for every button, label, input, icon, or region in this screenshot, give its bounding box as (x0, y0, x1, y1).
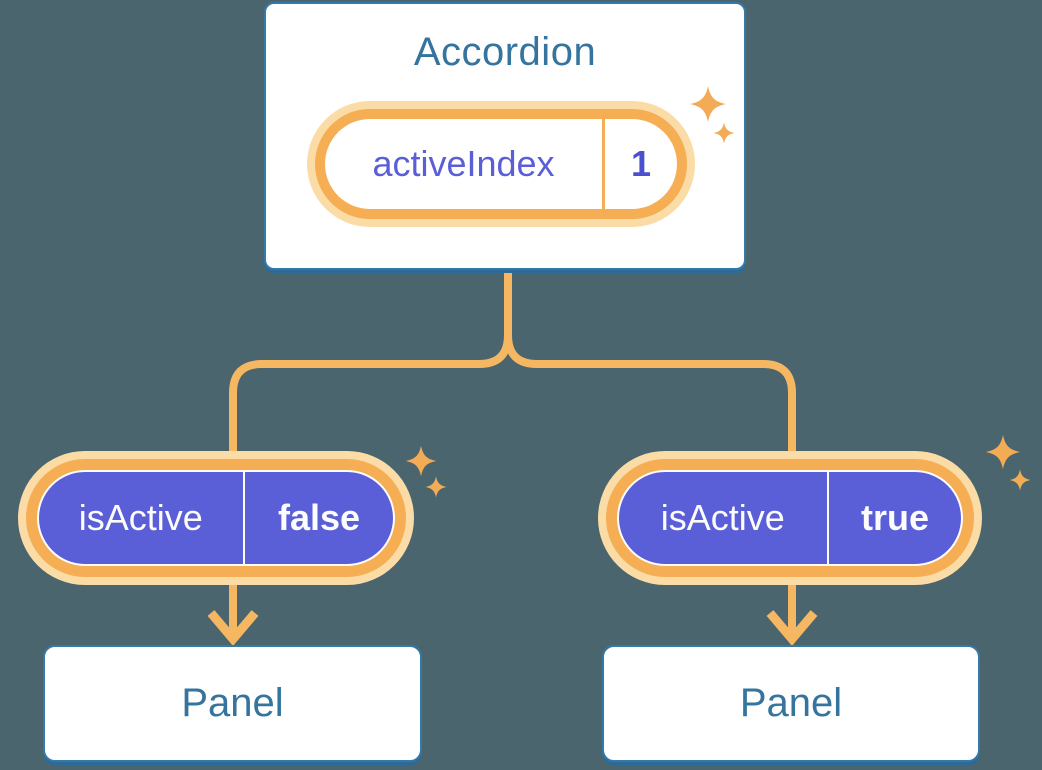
state-pill-name: activeIndex (372, 143, 555, 184)
pill-divider (242, 472, 245, 564)
prop-pill-name: isActive (660, 497, 785, 538)
panel-card-left: Panel (43, 645, 422, 762)
prop-pill-value: true (860, 497, 929, 538)
sparkle-icon (985, 434, 1021, 470)
prop-pill-value: false (277, 497, 361, 538)
panel-label: Panel (181, 681, 284, 725)
prop-pill-name: isActive (78, 497, 203, 538)
pill-divider (602, 119, 605, 209)
sparkle-icon (405, 445, 437, 477)
panel-card-right: Panel (602, 645, 980, 762)
sparkle-icon (713, 122, 735, 144)
sparkle-icon (689, 85, 727, 123)
prop-pill-left: isActive false (37, 470, 395, 566)
connector-branch-right (504, 269, 796, 637)
state-pill: activeIndex 1 (325, 119, 677, 209)
prop-pill-right: isActive true (617, 470, 963, 566)
sparkle-icon (1009, 469, 1031, 491)
connector-branch-left (229, 269, 512, 637)
arrow-down-icon (766, 610, 818, 646)
pill-divider (826, 472, 829, 564)
component-title: Accordion (413, 30, 597, 74)
arrow-down-icon (207, 610, 259, 646)
panel-label: Panel (739, 681, 843, 725)
state-pill-value: 1 (630, 143, 652, 184)
sparkle-icon (425, 476, 447, 498)
